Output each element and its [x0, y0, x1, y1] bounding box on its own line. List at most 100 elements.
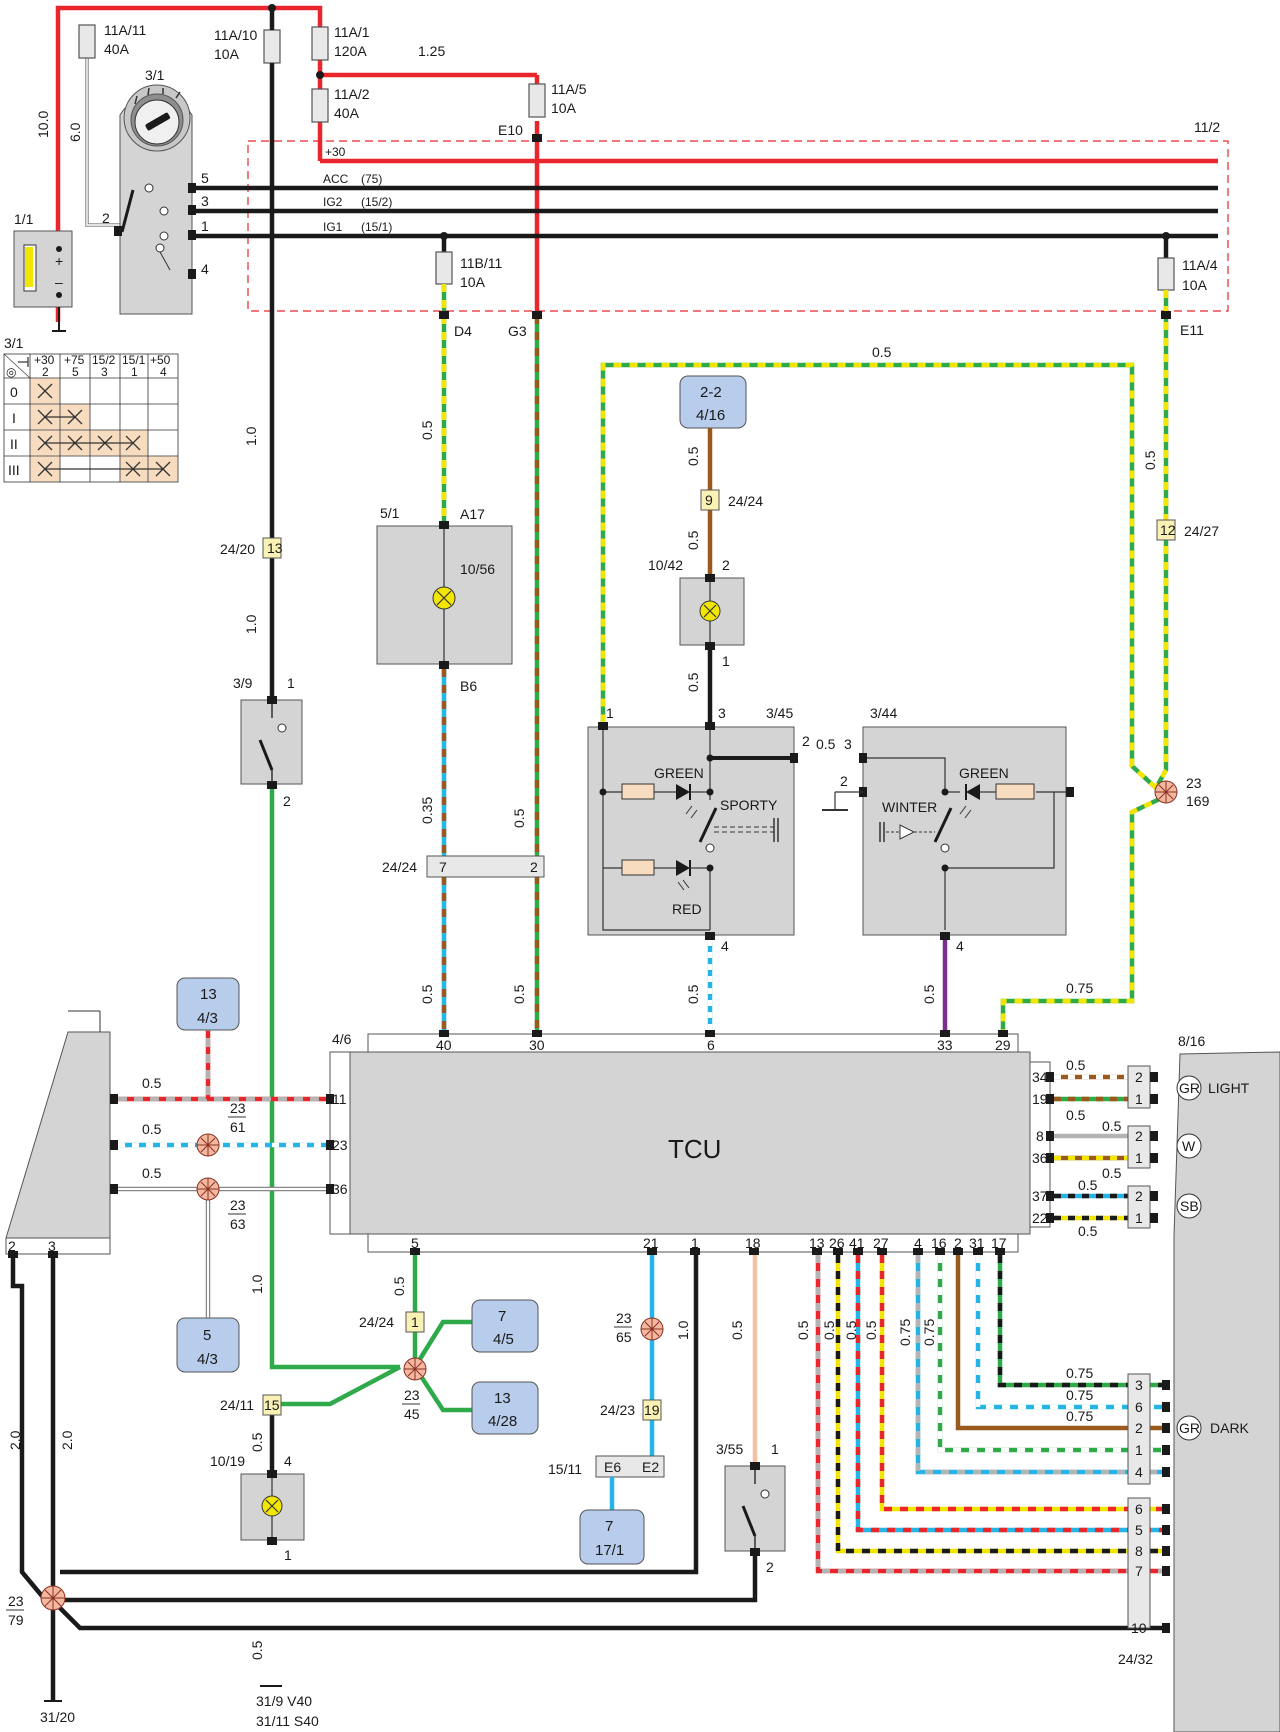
svg-text:24/24: 24/24	[359, 1314, 394, 1330]
wire-size-10-0: 10.0	[35, 111, 51, 138]
ignition-switch-3-1: 3/1 5 3 1 4 2	[102, 67, 209, 315]
wire-size: 1.0	[249, 1274, 265, 1294]
wire-size: 0.5	[1102, 1118, 1122, 1134]
svg-text:5: 5	[72, 365, 79, 379]
black-bus-lines	[192, 185, 1218, 258]
svg-text:11A/5: 11A/5	[551, 81, 587, 97]
tcu-label: TCU	[668, 1134, 721, 1164]
ref-13-4-3[interactable]: 13 4/3	[176, 977, 240, 1031]
fuse-11a2: 11A/2 40A	[311, 86, 370, 123]
tcu-right-pins: 34 19 8 36 37 22	[1032, 1069, 1054, 1226]
wire-size: 0.5	[1066, 1057, 1086, 1073]
svg-text:17/1: 17/1	[595, 1542, 624, 1559]
bus-box-11-2	[247, 140, 1229, 312]
svg-text:8: 8	[1036, 1128, 1044, 1144]
svg-text:24/24: 24/24	[728, 493, 763, 509]
bus-ig2: IG2	[323, 195, 343, 209]
sensor-8-16: 8/16	[1173, 1033, 1280, 1732]
svg-text:1: 1	[722, 653, 730, 669]
svg-text:65: 65	[616, 1329, 632, 1345]
bus-ig2-code: (15/2)	[361, 195, 392, 209]
switch-3-55: 3/55 1 2	[716, 1441, 786, 1575]
svg-text:1: 1	[1135, 1210, 1143, 1226]
svg-text:10A: 10A	[214, 46, 240, 62]
ground-31-20: 31/20	[40, 1709, 75, 1725]
ref-5-4-3[interactable]: 5 4/3	[176, 1317, 240, 1373]
svg-text:15/2: 15/2	[92, 353, 116, 367]
junction-dot	[316, 71, 324, 79]
wire-size: 0.35	[419, 797, 435, 824]
svg-text:6: 6	[1135, 1501, 1143, 1517]
ref-7-17-1[interactable]: 7 17/1	[579, 1509, 645, 1565]
connector-e11-label: E11	[1180, 322, 1204, 338]
ref-2-2-4-16[interactable]: 2-2 4/16	[679, 375, 747, 429]
svg-text:7: 7	[605, 1518, 613, 1535]
svg-text:2: 2	[1135, 1420, 1143, 1436]
svg-text:19: 19	[644, 1402, 660, 1418]
connector-24-24-brown: 9 24/24	[700, 489, 763, 511]
splice-23-65: 23 65	[614, 1310, 664, 1345]
svg-text:4: 4	[201, 261, 209, 277]
connector-24-20: 13 24/20	[220, 537, 283, 559]
svg-text:5: 5	[201, 170, 209, 186]
svg-text:24/24: 24/24	[382, 859, 417, 875]
svg-text:2: 2	[722, 557, 730, 573]
wire-size: 0.75	[1066, 1408, 1093, 1424]
svg-text:GREEN: GREEN	[959, 765, 1009, 781]
svg-text:2: 2	[42, 365, 49, 379]
svg-text:2: 2	[802, 733, 810, 749]
svg-text:3: 3	[48, 1238, 56, 1254]
svg-text:3/1: 3/1	[4, 335, 24, 351]
ref-13-4-28[interactable]: 13 4/28	[471, 1381, 539, 1435]
bus-ig1: IG1	[323, 220, 343, 234]
svg-text:36: 36	[332, 1181, 348, 1197]
svg-text:16: 16	[931, 1235, 947, 1251]
svg-text:SPORTY: SPORTY	[720, 797, 778, 813]
ref-7-4-5[interactable]: 7 4/5	[471, 1299, 539, 1353]
wire-size: 0.5	[872, 344, 892, 360]
svg-text:WINTER: WINTER	[882, 799, 937, 815]
fuse-11b11: 11B/11 10A	[435, 251, 503, 290]
svg-text:2: 2	[8, 1238, 16, 1254]
svg-text:40A: 40A	[334, 105, 360, 121]
svg-text:24/27: 24/27	[1184, 523, 1219, 539]
svg-text:11A/4: 11A/4	[1182, 257, 1218, 273]
wire-size: 0.75	[897, 1319, 913, 1346]
svg-text:+: +	[55, 253, 63, 269]
svg-text:5: 5	[411, 1235, 419, 1251]
svg-text:GR: GR	[1179, 1080, 1200, 1096]
svg-text:GREEN: GREEN	[654, 765, 704, 781]
wire-size: 0.5	[685, 446, 701, 466]
svg-text:45: 45	[404, 1406, 420, 1422]
wire-tcu-1	[60, 1255, 699, 1575]
connector-15-11: E6 E2 15/11	[548, 1455, 665, 1478]
svg-text:1: 1	[201, 218, 209, 234]
fuse-11a10: 11A/10 10A	[214, 27, 281, 64]
svg-text:26: 26	[829, 1235, 845, 1251]
wire-green-3-9	[269, 789, 400, 1370]
bus-plus30: +30	[325, 145, 346, 159]
wire-size: 0.5	[921, 984, 937, 1004]
wire-size: 0.5	[511, 808, 527, 828]
connector-g3-label: G3	[508, 323, 527, 339]
svg-text:2: 2	[766, 1559, 774, 1575]
svg-text:40: 40	[436, 1037, 452, 1053]
svg-text:23: 23	[616, 1310, 632, 1326]
svg-text:61: 61	[230, 1119, 246, 1135]
svg-text:15: 15	[264, 1397, 280, 1413]
svg-text:24/32: 24/32	[1118, 1651, 1153, 1667]
wire-size: 0.5	[821, 1320, 837, 1340]
svg-text:3: 3	[201, 193, 209, 209]
wire-size-6-0: 6.0	[67, 122, 83, 142]
wire-3-55-gnd	[60, 1556, 758, 1603]
svg-text:11A/10: 11A/10	[214, 27, 258, 43]
svg-text:7: 7	[439, 859, 447, 875]
svg-text:–: –	[55, 274, 63, 290]
svg-text:17: 17	[991, 1235, 1007, 1251]
bus-box-label: 11/2	[1194, 119, 1220, 135]
wire-size: 0.5	[249, 1432, 265, 1452]
connector-d4-label: D4	[454, 323, 472, 339]
svg-text:4/3: 4/3	[197, 1351, 218, 1368]
svg-text:4/6: 4/6	[332, 1031, 352, 1047]
svg-text:34: 34	[1032, 1069, 1048, 1085]
